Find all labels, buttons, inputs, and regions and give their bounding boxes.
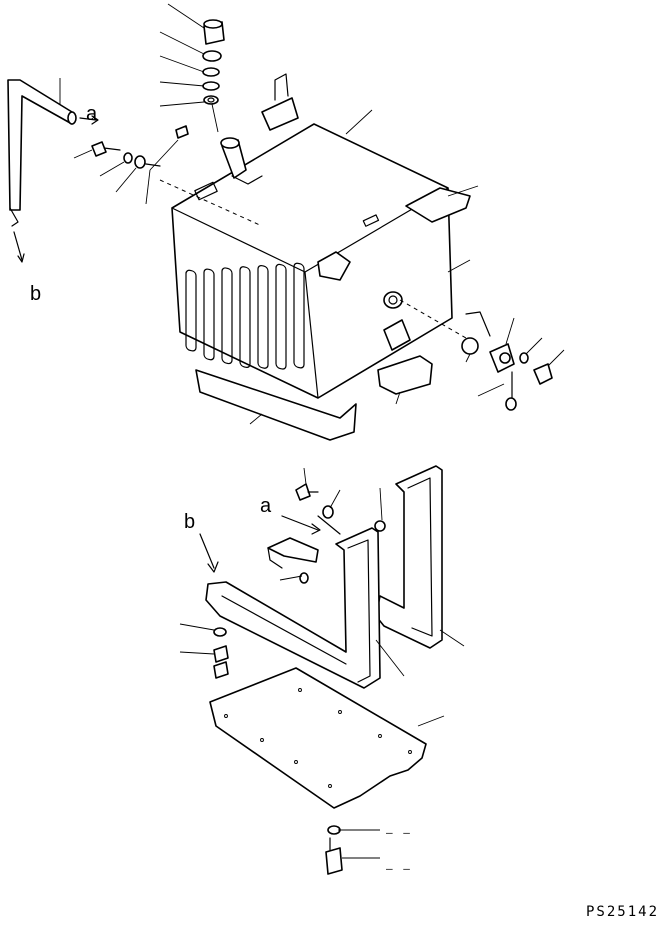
- rear-frame: [375, 465, 443, 649]
- arrow-a-top: [79, 117, 97, 121]
- washer-b: [134, 155, 146, 169]
- nut-washer: [213, 627, 227, 637]
- mounting-plate: [209, 667, 427, 809]
- callout-mark-1: – –: [386, 826, 412, 839]
- drawing-code: PS25142: [586, 904, 660, 920]
- label-a-top: a: [86, 103, 98, 125]
- cap-washer-2: [202, 81, 220, 91]
- right-fittings: [461, 311, 565, 411]
- left-rod-assembly: [7, 78, 189, 263]
- front-frame: [205, 527, 381, 689]
- bottom-bolt: [325, 847, 343, 875]
- tank-front-edge: [304, 271, 319, 399]
- cap-washer-1: [202, 67, 220, 77]
- label-a-bottom: a: [260, 495, 272, 517]
- tank-body: [171, 123, 453, 399]
- tank-assembly: [159, 73, 479, 441]
- nut-1: [213, 645, 229, 663]
- washer-right: [519, 352, 529, 364]
- frame-washer-1: [322, 505, 334, 519]
- top-bracket-right: [405, 187, 471, 223]
- top-bracket-left: [261, 97, 299, 131]
- arrow-b-top: [13, 231, 23, 261]
- retaining-rod: [7, 79, 73, 211]
- frame-bolt-1: [295, 483, 311, 501]
- base-rail-left: [195, 369, 357, 441]
- bolt-right: [533, 363, 553, 385]
- nut-2: [213, 661, 229, 679]
- bolt-small: [91, 141, 107, 157]
- callout-mark-2: – –: [386, 862, 412, 875]
- drain-plug-seat: [383, 291, 403, 309]
- filler-cap-stack: [159, 3, 225, 133]
- sight-port: [383, 319, 411, 351]
- cap-ring: [203, 95, 219, 105]
- label-b-bottom: b: [184, 511, 196, 533]
- washer-a: [123, 152, 133, 164]
- frame-assembly: [179, 465, 465, 875]
- cap-gasket: [202, 50, 222, 62]
- label-b-top: b: [30, 283, 42, 305]
- angle-bracket: [267, 537, 319, 563]
- arrow-b-bottom: [199, 533, 215, 569]
- side-bracket: [317, 251, 351, 281]
- arrow-a-bottom: [281, 515, 319, 531]
- base-rail-right: [377, 355, 433, 395]
- tank-vents: [185, 262, 305, 370]
